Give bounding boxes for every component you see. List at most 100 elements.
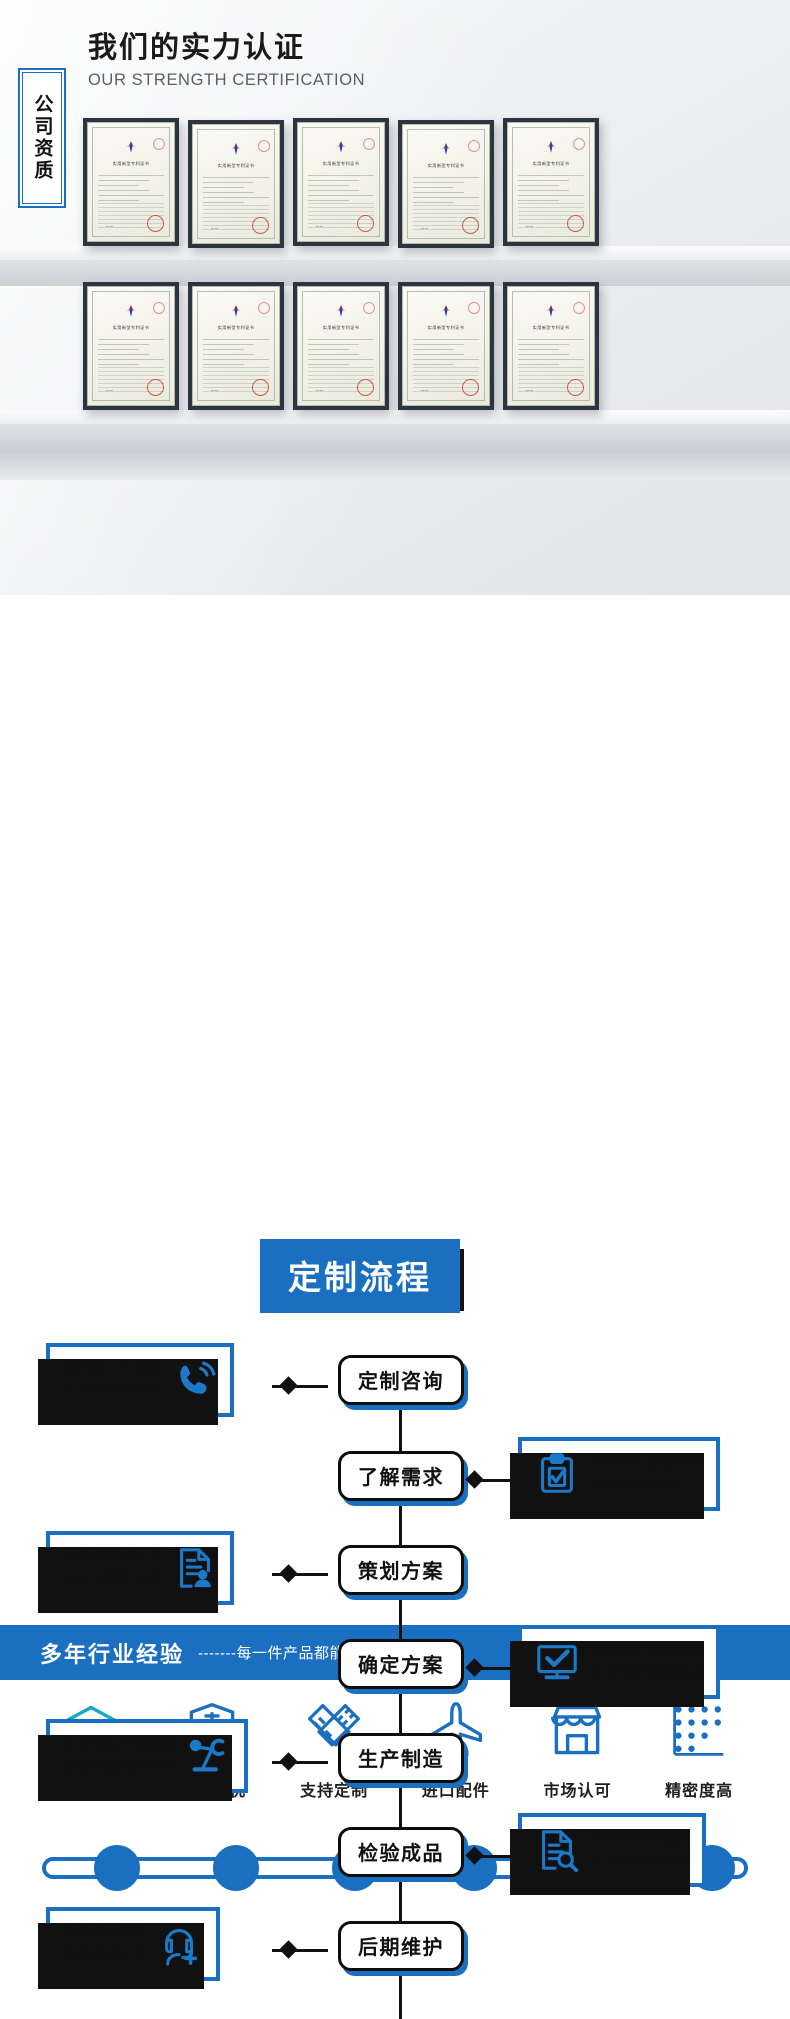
process-callout-text-4: 查看设计方案是否符合您的需求标准	[590, 1640, 704, 1683]
callout-line-1: 您只需一个电话	[62, 1360, 163, 1377]
certificate-top-seal-icon	[258, 140, 271, 153]
certificate-page: 实用新型专利证书∼∼	[297, 122, 385, 242]
process-callout-text-3: 从你的需求出发设计合理的方案	[62, 1546, 162, 1589]
feature-item-5: 市场认可	[523, 1695, 631, 1801]
process-callout-7: 专业售后团队为您保驾护航	[38, 1907, 220, 1989]
certificate-field-lines	[203, 176, 269, 207]
callout-line-2: 测试需求\范围	[590, 1476, 680, 1492]
process-node-4[interactable]: 确定方案	[338, 1639, 464, 1689]
certificate-page: 实用新型专利证书 ∼∼	[192, 286, 280, 406]
certification-section: 公司资质 我们的实力认证 OUR STRENGTH CERTIFICATION …	[0, 0, 790, 595]
shelf-lower	[0, 410, 790, 480]
callout-line-2: 为您保驾护航	[62, 1946, 148, 1962]
certificate-page: 实用新型专利证书∼∼	[297, 286, 385, 406]
process-connector-4	[462, 1667, 518, 1670]
feature-label-4: 进口配件	[421, 1783, 490, 1800]
certificate-field-lines	[413, 338, 479, 369]
certificate-frame: 实用新型专利证书 ∼∼	[188, 282, 284, 410]
callout-line-1: 十余年行业品质	[590, 1830, 691, 1847]
certificate-inner-border	[92, 291, 170, 401]
process-connector-1	[272, 1385, 328, 1388]
document-search-icon	[534, 1827, 580, 1873]
store-icon	[523, 1695, 631, 1765]
process-callout-text-2: 告诉我们您需要的测试需求\范围	[590, 1452, 704, 1495]
shelf-upper-edge	[0, 260, 790, 286]
certificate-signature: ∼∼	[525, 388, 534, 395]
process-connector-diamond-1	[279, 1376, 298, 1395]
certificate-inner-border	[197, 129, 275, 239]
headset-support-icon	[158, 1921, 204, 1967]
certificate-emblem-icon	[126, 304, 136, 317]
dot-grid-icon	[645, 1695, 753, 1765]
certificate-signature: ∼∼	[105, 224, 114, 231]
company-qualification-tag: 公司资质	[18, 68, 66, 208]
process-section: 定制流程 定制咨询 您只需一个电话剩下的交给我们了解需求 告诉我们您需要的测试需求\…	[0, 595, 790, 2019]
certificate-emblem-icon	[441, 304, 451, 317]
certificate-red-seal-icon	[461, 378, 479, 396]
certificate-field-lines	[308, 338, 374, 369]
feature-item-6: 精密度高	[645, 1695, 753, 1801]
shelf-upper	[0, 246, 790, 286]
process-node-5[interactable]: 生产制造	[338, 1733, 464, 1783]
certificate-title: 实用新型专利证书	[217, 324, 255, 330]
certificate-frame: 实用新型专利证书∼∼	[503, 118, 599, 246]
certificate-red-seal-icon	[146, 378, 164, 396]
shelf-lower-under	[0, 450, 790, 480]
certificate-title: 实用新型专利证书	[532, 324, 570, 330]
certificate-signature: ∼∼	[420, 388, 429, 395]
process-connector-3	[272, 1573, 328, 1576]
process-callout-6: 十余年行业品质工程师专业检测	[509, 1813, 707, 1895]
process-callout-4: 查看设计方案是否符合您的需求标准	[509, 1625, 721, 1707]
company-qualification-tag-inner: 公司资质	[22, 72, 62, 204]
callout-line-1: 从你的需求出发	[62, 1548, 163, 1565]
certificate-emblem-icon	[231, 304, 241, 317]
certificate-page: 实用新型专利证书 ∼∼	[87, 122, 175, 242]
certificate-inner-border	[302, 127, 380, 237]
certificate-red-seal-icon	[251, 378, 269, 396]
certificate-field-lines	[518, 338, 584, 369]
phone-call-icon	[172, 1357, 218, 1403]
certificate-paragraph-lines	[308, 367, 374, 395]
process-node-1[interactable]: 定制咨询	[338, 1355, 464, 1405]
certificate-emblem-icon	[441, 142, 451, 155]
callout-line-2: 工程师专业检测	[590, 1852, 691, 1868]
certificate-frame: 实用新型专利证书 ∼∼	[83, 118, 179, 246]
process-callout-text-1: 您只需一个电话剩下的交给我们	[62, 1358, 162, 1401]
certificate-paragraph-lines	[98, 367, 164, 395]
certificate-paragraph-lines	[308, 203, 374, 231]
certificate-field-lines	[308, 174, 374, 205]
process-node-2[interactable]: 了解需求	[338, 1451, 464, 1501]
certificate-field-lines	[98, 338, 164, 369]
ruler-pencil-icon	[280, 1695, 388, 1765]
callout-line-1: 在合理生产时间内	[62, 1736, 177, 1753]
process-callout-text-6: 十余年行业品质工程师专业检测	[590, 1828, 690, 1871]
certificate-red-seal-icon	[356, 214, 374, 232]
process-connector-diamond-3	[279, 1564, 298, 1583]
certificate-page: 实用新型专利证书 ∼∼	[507, 286, 595, 406]
certificate-red-seal-icon	[356, 378, 374, 396]
feature-label-6: 精密度高	[665, 1783, 734, 1800]
certificate-page: 实用新型专利证书∼∼	[402, 286, 490, 406]
certificate-frame: 实用新型专利证书∼∼	[398, 120, 494, 248]
certificate-paragraph-lines	[413, 367, 479, 395]
certificate-field-lines	[203, 338, 269, 369]
certificate-title: 实用新型专利证书	[322, 324, 360, 330]
certificate-top-seal-icon	[258, 302, 271, 315]
process-node-7[interactable]: 后期维护	[338, 1921, 464, 1971]
process-callout-text-7: 专业售后团队为您保驾护航	[62, 1922, 148, 1965]
certificate-signature: ∼∼	[210, 388, 219, 395]
page-title: 我们的实力认证	[88, 32, 306, 64]
certificate-signature: ∼∼	[105, 388, 114, 395]
certificate-signature: ∼∼	[210, 226, 219, 233]
process-node-6[interactable]: 检验成品	[338, 1827, 464, 1877]
certificate-title: 实用新型专利证书	[532, 160, 570, 166]
monitor-check-icon	[534, 1639, 580, 1685]
process-title: 定制流程	[260, 1239, 460, 1313]
callout-line-1: 专业售后团队	[62, 1924, 148, 1941]
certificate-title: 实用新型专利证书	[112, 160, 150, 166]
process-callout-text-5: 在合理生产时间内保质保量完成生产	[62, 1734, 176, 1777]
certificate-top-seal-icon	[153, 302, 166, 315]
certificate-red-seal-icon	[566, 214, 584, 232]
certificate-red-seal-icon	[251, 216, 269, 234]
process-node-3[interactable]: 策划方案	[338, 1545, 464, 1595]
